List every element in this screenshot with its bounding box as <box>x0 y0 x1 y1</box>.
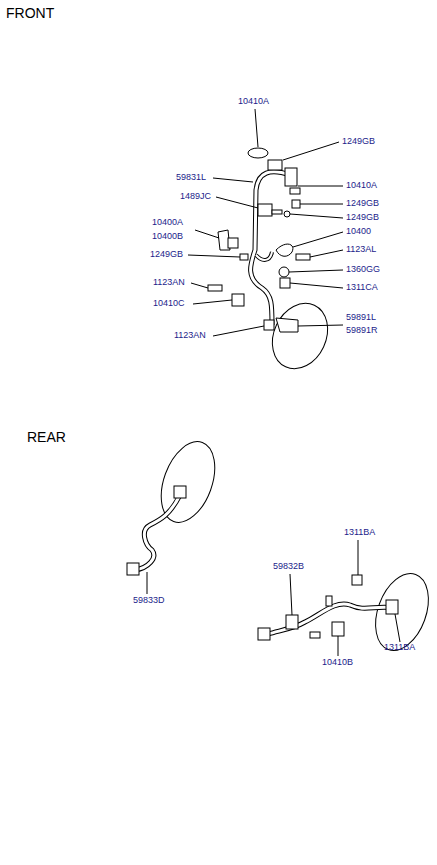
part-number: 59891R <box>346 325 378 336</box>
part-number: 1123AN <box>174 330 206 341</box>
part-number: 1249GB <box>342 136 375 147</box>
part-number: 1249GB <box>150 249 183 260</box>
part-number: 59831L <box>176 172 206 183</box>
part-number: 1123AN <box>153 277 185 288</box>
part-number: 10400B <box>152 231 183 242</box>
part-number: 10410B <box>322 657 353 668</box>
part-number: 1311BA <box>384 642 415 653</box>
section-heading: REAR <box>27 429 66 445</box>
part-number: 1489JC <box>180 191 211 202</box>
part-number: 1311BA <box>344 527 375 538</box>
part-number: 59832B <box>273 561 304 572</box>
part-number: 1123AL <box>346 244 376 255</box>
part-number: 10410A <box>346 180 377 191</box>
part-number: 10400A <box>152 217 183 228</box>
part-number: 10400 <box>346 226 371 237</box>
part-number: 10410C <box>153 298 185 309</box>
part-number: 1249GB <box>346 198 379 209</box>
part-number: 1249GB <box>346 212 379 223</box>
part-number: 10410A <box>238 96 269 107</box>
part-number: 1360GG <box>346 264 380 275</box>
part-number: 59891L <box>346 312 376 323</box>
part-number: 1311CA <box>346 282 378 293</box>
part-number: 59833D <box>133 595 165 606</box>
section-heading: FRONT <box>6 5 54 21</box>
